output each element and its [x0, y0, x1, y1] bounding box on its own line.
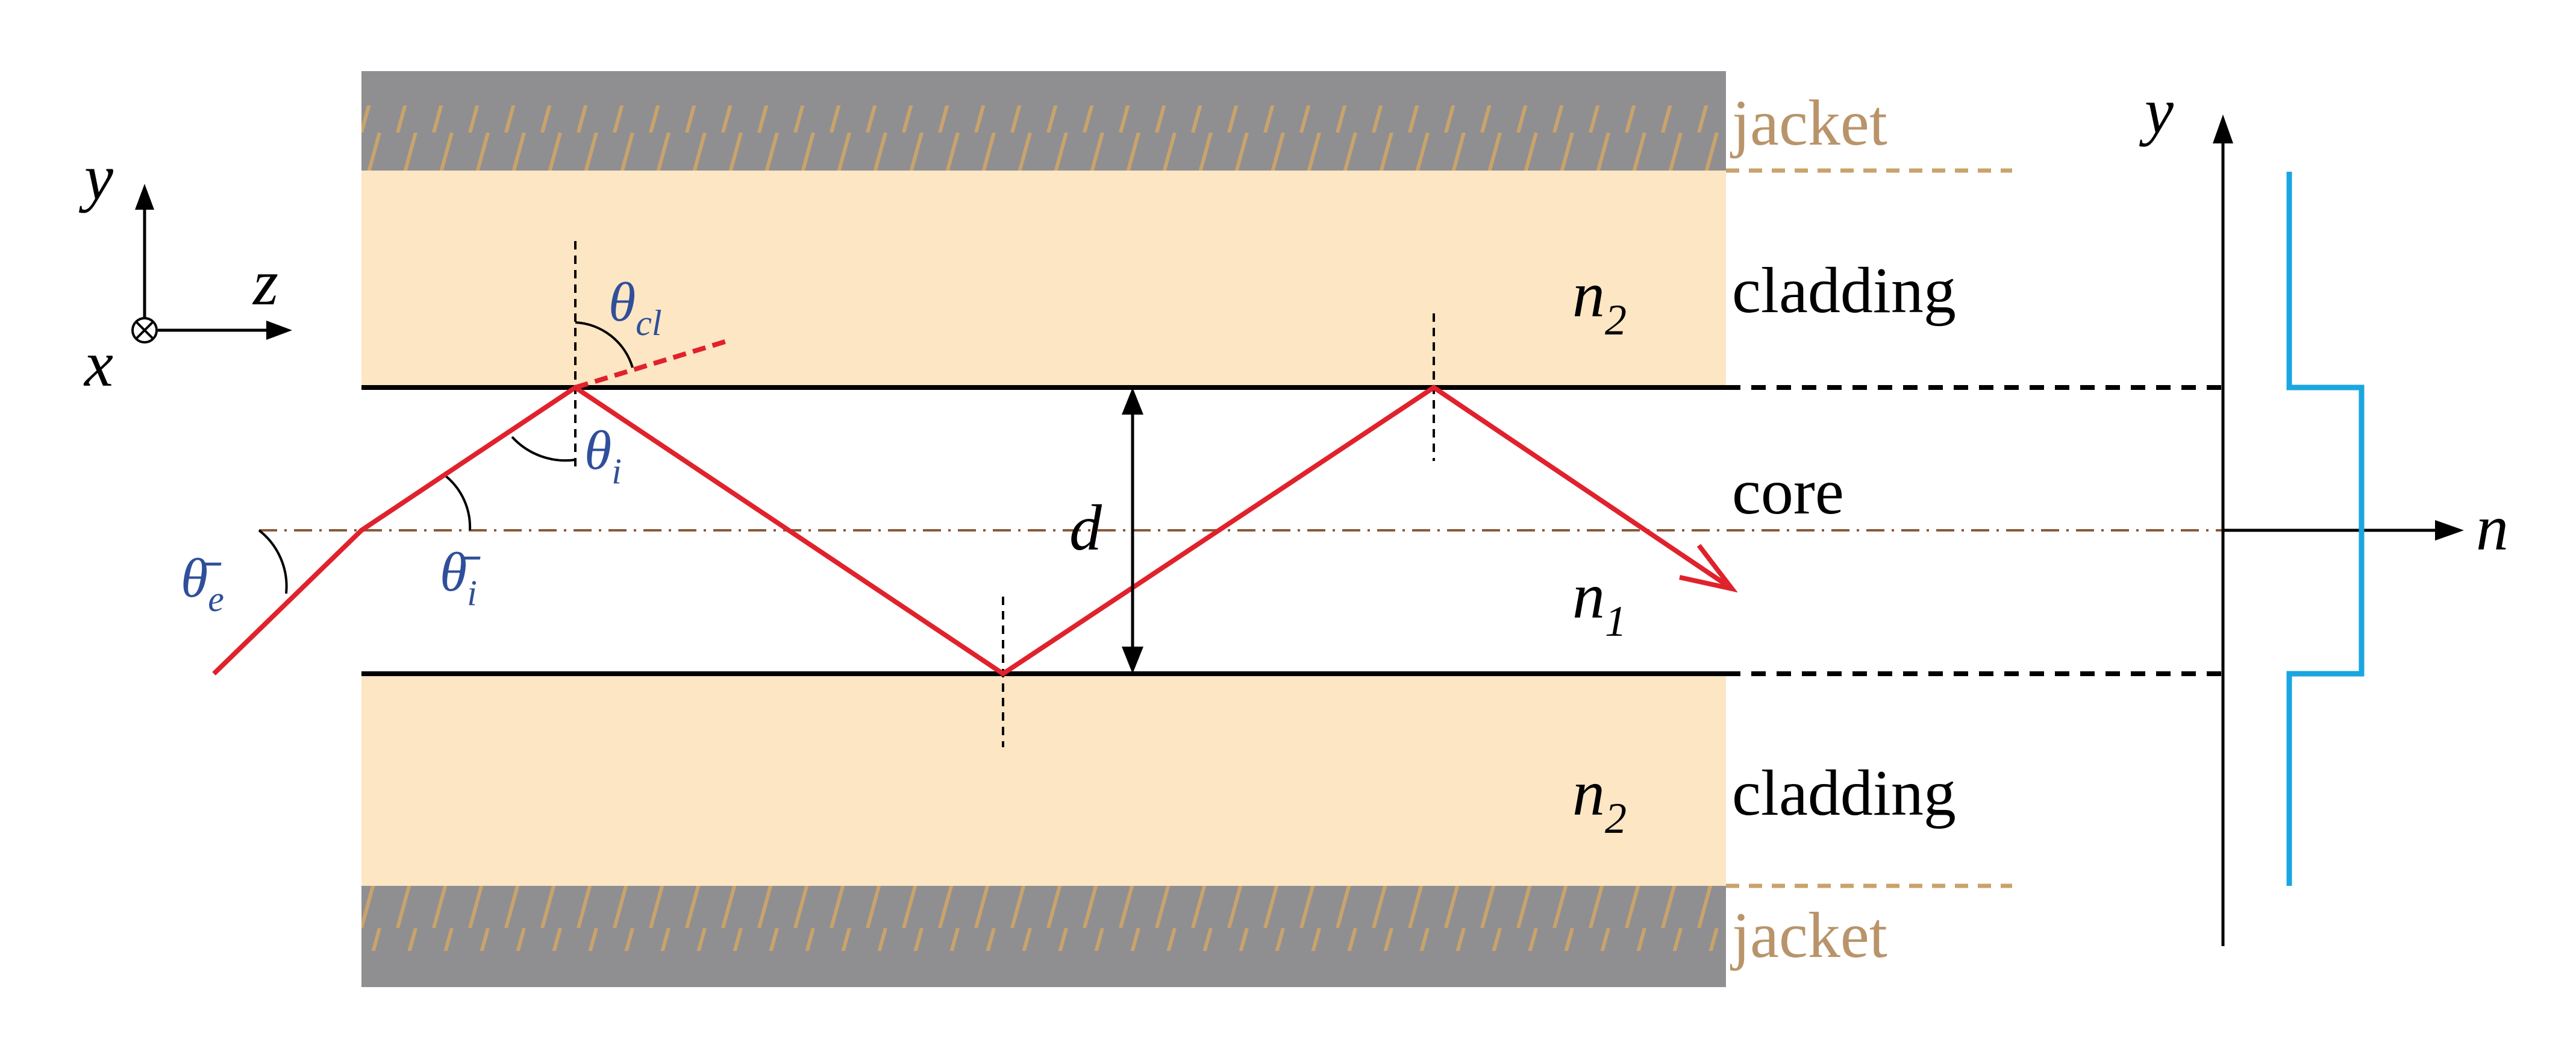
coord-y-arrowhead — [135, 184, 154, 210]
arc-theta-bar-i — [445, 475, 472, 531]
index-profile — [2286, 172, 2365, 886]
cladding-top — [361, 171, 1726, 387]
profile-y-arrowhead — [2213, 114, 2233, 143]
label-theta-bar-e: θ̄e — [181, 547, 224, 619]
label-n2-top: n2 — [1572, 259, 1627, 344]
label-theta-cl: θcl — [608, 271, 662, 343]
jacket-bottom-hatch — [361, 886, 1726, 951]
label-n1: n1 — [1572, 560, 1627, 645]
label-d: d — [1069, 492, 1102, 564]
label-coord-z: z — [252, 247, 278, 319]
arc-theta-cl — [575, 321, 634, 368]
ray-arrowhead — [1679, 544, 1738, 593]
refracted-ray — [574, 338, 730, 390]
arc-theta-i — [511, 436, 576, 462]
arc-theta-e — [258, 529, 288, 594]
label-core: core — [1732, 456, 1844, 528]
dimension-d-arrow-bottom — [1122, 647, 1143, 674]
label-coord-x: x — [83, 328, 113, 400]
label-theta-i: θi — [584, 419, 622, 491]
coord-x-cross-b — [135, 321, 154, 340]
label-cladding-top: cladding — [1732, 255, 1956, 327]
label-jacket-bottom: jacket — [1730, 900, 1887, 971]
coord-z-arrowhead — [266, 321, 292, 340]
label-profile-n: n — [2476, 492, 2509, 564]
light-ray — [212, 384, 1728, 677]
dimension-d-arrow-top — [1122, 387, 1143, 415]
label-coord-y: y — [78, 142, 113, 213]
label-jacket-top: jacket — [1730, 87, 1887, 159]
profile-n-arrowhead — [2435, 520, 2464, 541]
label-cladding-bottom: cladding — [1732, 757, 1956, 829]
jacket-top-hatch — [361, 105, 1726, 171]
label-theta-bar-i: θ̄i — [440, 541, 481, 613]
cladding-bottom — [361, 674, 1726, 886]
label-profile-y: y — [2139, 75, 2174, 147]
label-n2-bottom: n2 — [1572, 757, 1627, 842]
